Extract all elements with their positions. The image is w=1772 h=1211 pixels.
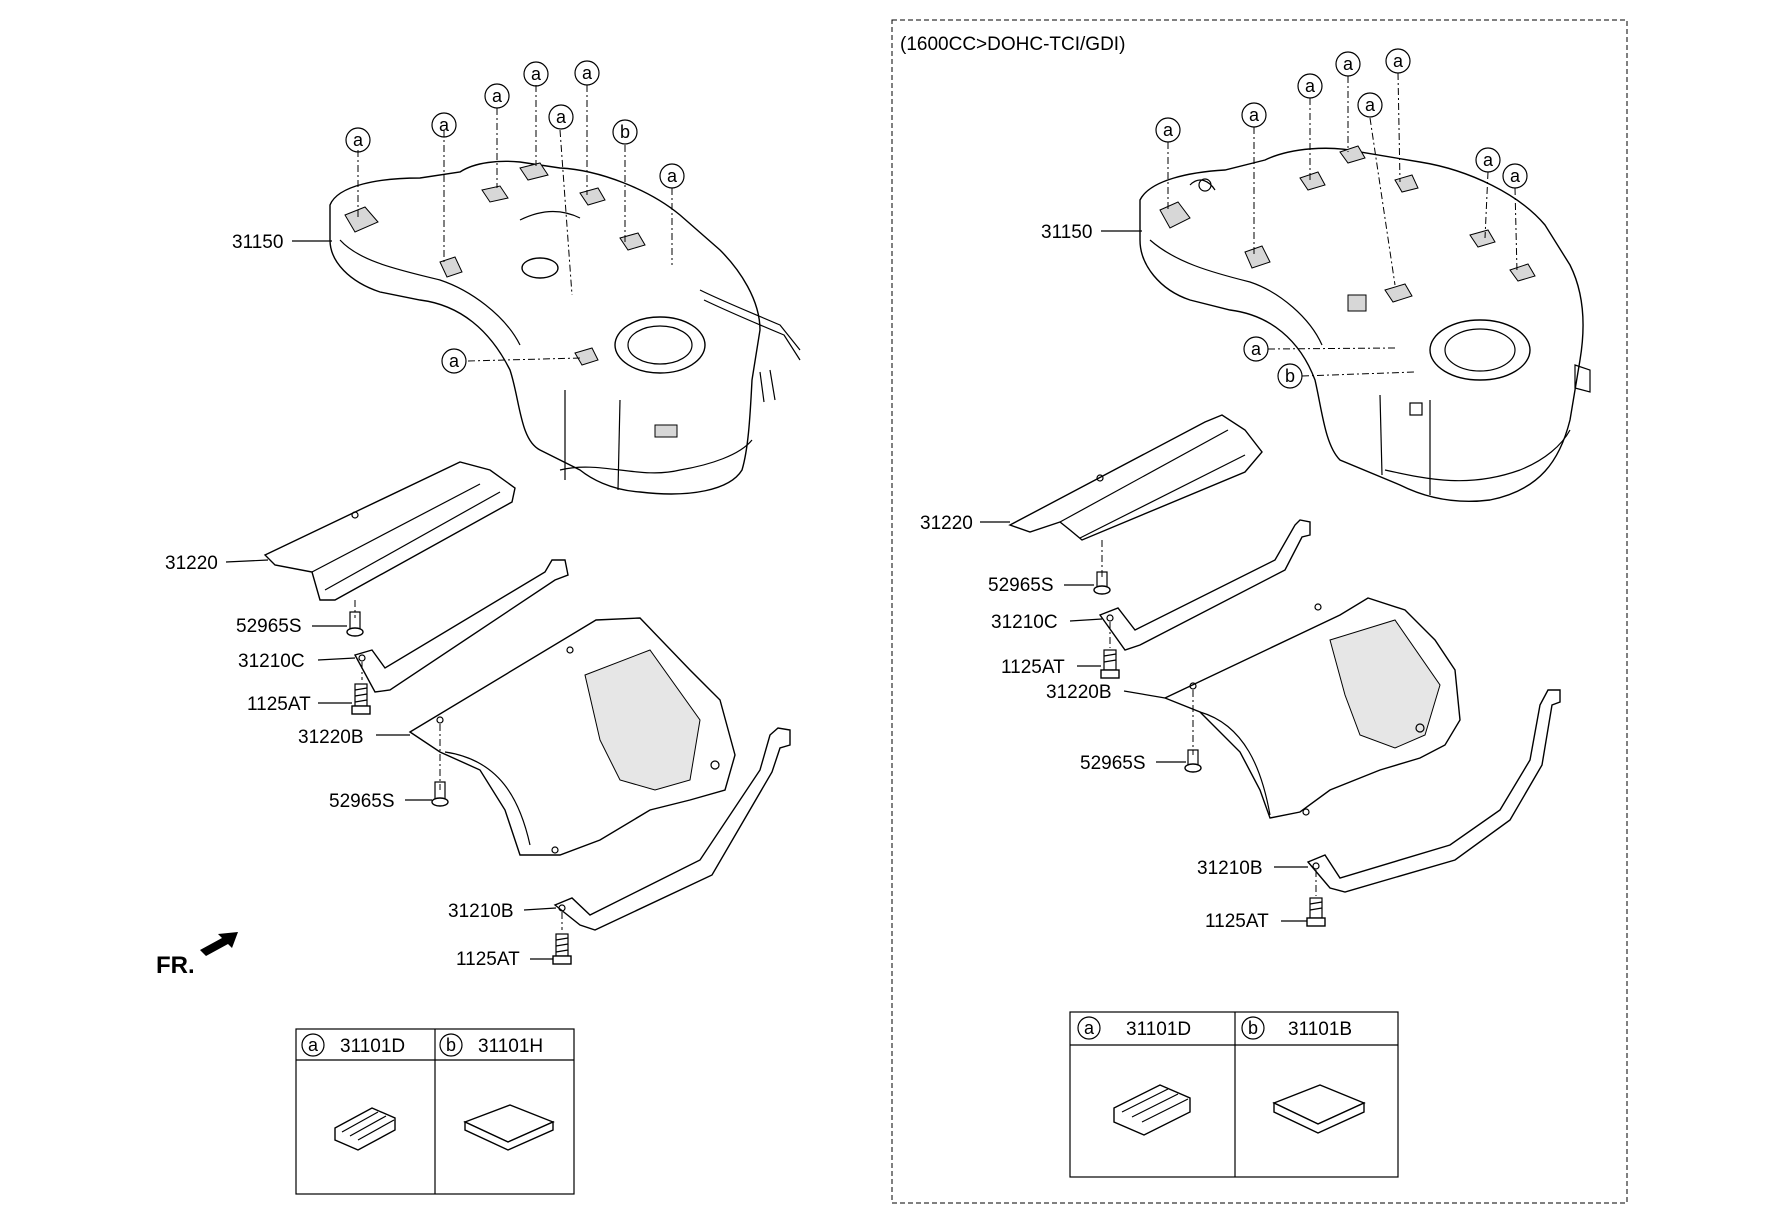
legend-a-mark-left: a — [308, 1035, 319, 1055]
label-52965s-left-1: 52965S — [236, 616, 302, 637]
legend-a-part-left: 31101D — [340, 1036, 405, 1057]
legend-b-part-right: 31101B — [1288, 1019, 1352, 1040]
label-1125at-left-2: 1125AT — [456, 949, 520, 970]
variant-header: (1600CC>DOHC-TCI/GDI) — [900, 34, 1125, 55]
pad-b-icon-right — [1272, 1084, 1366, 1134]
label-31220b-right: 31220B — [1046, 682, 1112, 703]
heat-shield-front-left — [263, 461, 516, 601]
callouts-right: a a a a a a a a a b — [1155, 48, 1528, 389]
legend-table-right: a 31101D b 31101B — [1069, 1011, 1399, 1178]
callout-a-r9: a — [1251, 339, 1262, 359]
legend-a-mark-right: a — [1084, 1018, 1095, 1038]
label-31220-right: 31220 — [920, 513, 973, 534]
screw-52965s-left — [346, 611, 364, 637]
callout-a-r7: a — [1483, 150, 1494, 170]
callout-a-r3: a — [1305, 76, 1316, 96]
callout-a-3: a — [492, 86, 503, 106]
fuel-tank-right — [1139, 145, 1591, 503]
callout-a-r6: a — [1393, 51, 1404, 71]
label-1125at-right-2: 1125AT — [1205, 911, 1269, 932]
screw-52965s-right — [1093, 571, 1111, 595]
label-31220b-left: 31220B — [298, 727, 364, 748]
callout-a-7: a — [667, 166, 678, 186]
callout-a-8: a — [449, 351, 460, 371]
legend-b-mark-left: b — [446, 1035, 456, 1055]
callout-a-4: a — [531, 64, 542, 84]
legend-a-part-right: 31101D — [1126, 1019, 1191, 1040]
label-1125at-right-1: 1125AT — [1001, 657, 1065, 678]
callout-a-r4: a — [1343, 54, 1354, 74]
label-31150-left: 31150 — [232, 232, 283, 253]
callout-a-1: a — [353, 130, 364, 150]
legend-table-left: a 31101D b 31101H — [295, 1028, 575, 1195]
callout-a-r2: a — [1249, 105, 1260, 125]
front-arrow-icon — [200, 932, 238, 956]
bolt-1125at-right-2 — [1306, 897, 1326, 927]
callout-a-2: a — [439, 115, 450, 135]
callout-a-r1: a — [1163, 120, 1174, 140]
callout-a-r5: a — [1365, 95, 1376, 115]
screw-52965s-left-2 — [431, 781, 449, 807]
bolt-1125at-right — [1100, 649, 1120, 679]
heat-shield-rear-left — [408, 617, 736, 856]
band-31210b-right — [1306, 689, 1561, 893]
legend-b-part-left: 31101H — [478, 1036, 543, 1057]
label-31210c-right: 31210C — [991, 612, 1058, 633]
label-31210c-left: 31210C — [238, 651, 305, 672]
front-direction-indicator: FR. — [156, 932, 238, 979]
label-52965s-right-1: 52965S — [988, 575, 1054, 596]
pad-b-icon-left — [463, 1104, 555, 1151]
band-31210c-right — [1098, 519, 1311, 651]
callout-b-1: b — [620, 122, 630, 142]
band-31210b-left — [553, 727, 791, 931]
callout-a-r8: a — [1510, 166, 1521, 186]
label-52965s-right-2: 52965S — [1080, 753, 1146, 774]
variant-frame — [891, 19, 1628, 1204]
label-1125at-left-1: 1125AT — [247, 694, 311, 715]
heat-shield-rear-right — [1163, 597, 1461, 819]
callout-a-5: a — [556, 107, 567, 127]
screw-52965s-right-2 — [1184, 749, 1202, 773]
label-31210b-right: 31210B — [1197, 858, 1263, 879]
left-assembly: a a a a a a b a a 31150 3122 — [156, 60, 801, 1195]
pad-a-icon-left — [334, 1107, 396, 1151]
callout-b-r1: b — [1285, 366, 1295, 386]
bolt-1125at-left-2 — [552, 933, 572, 965]
right-assembly: (1600CC>DOHC-TCI/GDI) — [891, 19, 1628, 1204]
label-31150-right: 31150 — [1041, 222, 1092, 243]
pad-a-icon-right — [1113, 1084, 1191, 1136]
label-52965s-left-2: 52965S — [329, 791, 395, 812]
fr-label: FR. — [156, 952, 195, 979]
bolt-1125at-left — [351, 683, 371, 715]
label-31210b-left: 31210B — [448, 901, 514, 922]
callout-a-6: a — [582, 63, 593, 83]
legend-b-mark-right: b — [1248, 1018, 1258, 1038]
fuel-tank-left — [329, 160, 801, 495]
callouts-left: a a a a a a b a a — [345, 60, 685, 374]
label-31220-left: 31220 — [165, 553, 218, 574]
band-31210c-left — [353, 559, 569, 693]
heat-shield-front-right — [1008, 414, 1263, 541]
